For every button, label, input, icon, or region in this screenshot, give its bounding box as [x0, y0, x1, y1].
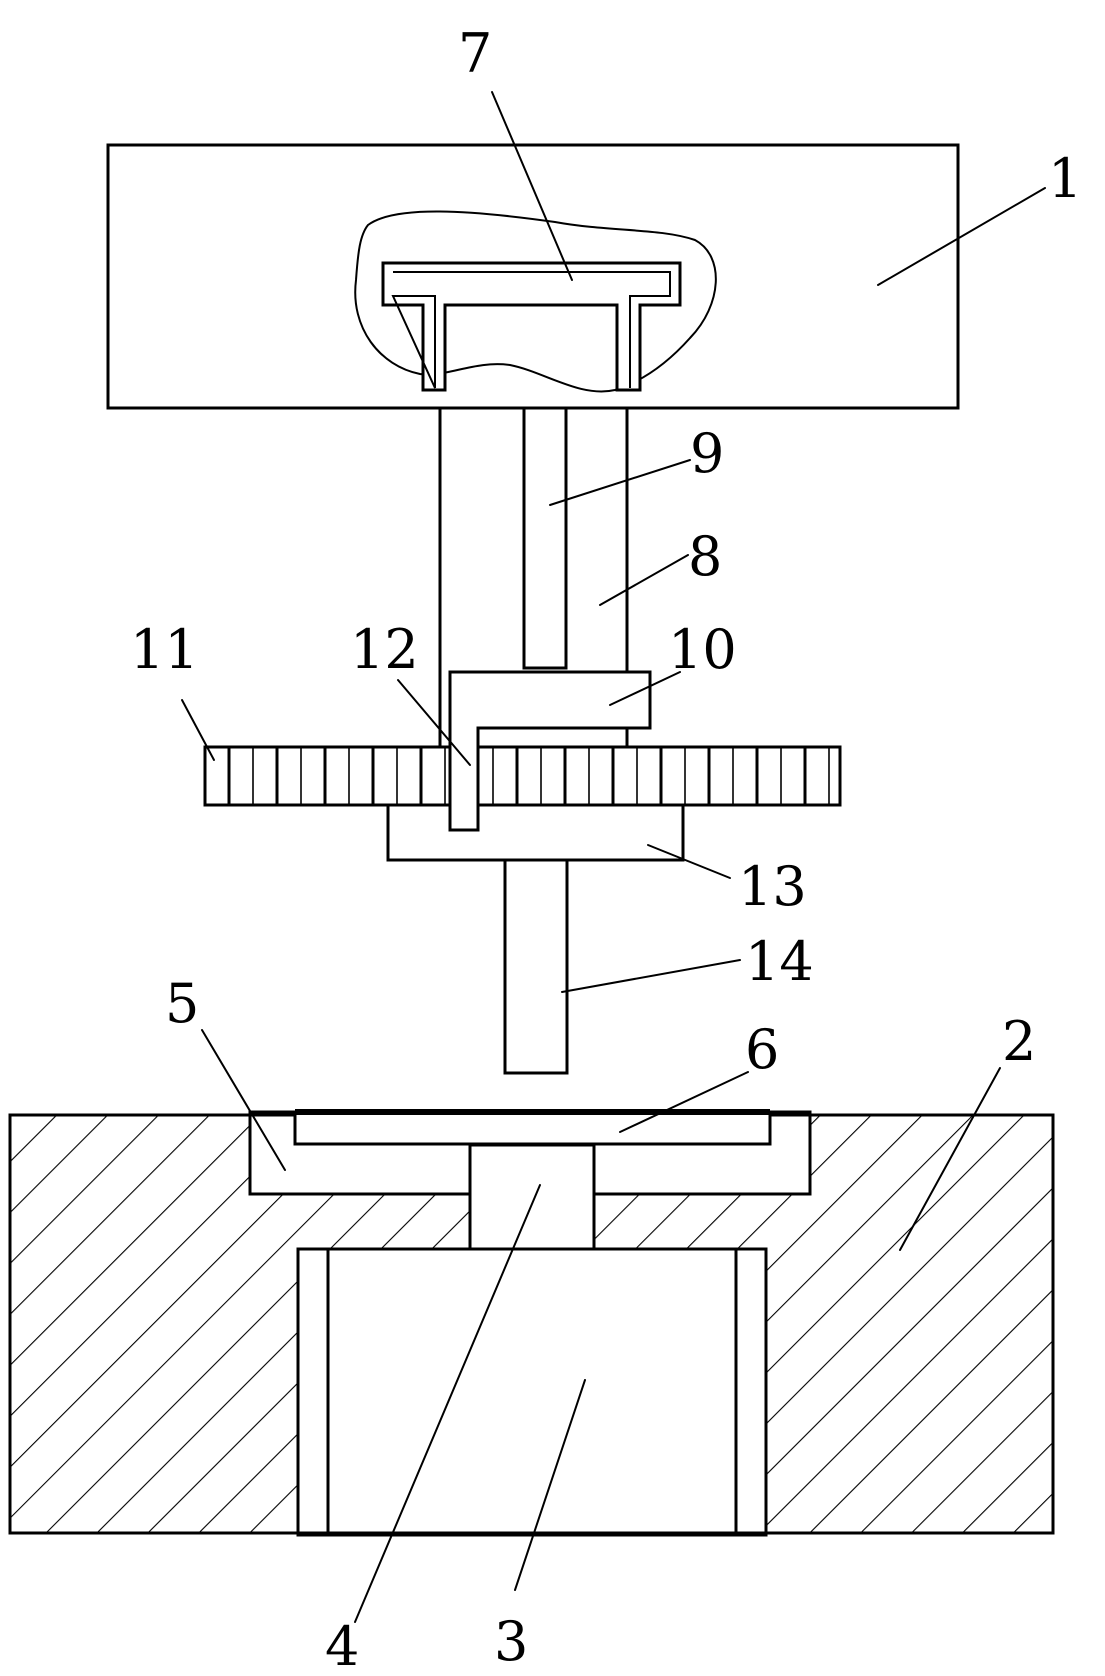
l-bracket	[448, 670, 652, 832]
leader-5	[201, 1029, 286, 1171]
leader-9	[549, 459, 691, 506]
label-1: 1	[1048, 147, 1082, 210]
label-12: 12	[350, 618, 419, 681]
leader-3	[514, 1379, 586, 1591]
leader-11	[181, 699, 215, 761]
label-13: 13	[738, 855, 807, 918]
inner-rod	[522, 406, 568, 670]
top-plate	[293, 1109, 772, 1146]
label-11: 11	[130, 618, 199, 681]
label-2: 2	[1002, 1010, 1036, 1073]
lower-cavity	[296, 1247, 768, 1537]
leader-7	[491, 91, 573, 281]
label-4: 4	[325, 1615, 359, 1676]
gear-teeth	[227, 747, 830, 805]
leader-10	[609, 671, 681, 706]
t-rail	[381, 261, 682, 392]
label-14: 14	[745, 930, 814, 993]
leader-13	[647, 844, 731, 879]
leader-lines	[181, 91, 1046, 1623]
leader-14	[561, 959, 741, 993]
label-3: 3	[494, 1610, 528, 1673]
label-9: 9	[690, 422, 724, 485]
label-6: 6	[745, 1018, 779, 1081]
leader-4	[354, 1184, 541, 1623]
leader-6	[619, 1071, 749, 1133]
gear-hub	[386, 796, 685, 862]
leader-8	[599, 554, 689, 606]
label-8: 8	[688, 525, 722, 588]
label-10: 10	[668, 618, 737, 681]
leader-1	[877, 187, 1046, 286]
reference-numerals: 1 7 9 8 10 12 11 13 14 5 6 2 4 3	[130, 22, 1082, 1676]
leader-12	[397, 679, 471, 766]
leader-2	[899, 1067, 1001, 1251]
label-7: 7	[458, 22, 492, 85]
label-5: 5	[165, 972, 199, 1035]
vertical-shaft	[468, 1143, 596, 1251]
gear-wheel	[203, 745, 842, 807]
lower-shaft	[503, 853, 569, 1075]
